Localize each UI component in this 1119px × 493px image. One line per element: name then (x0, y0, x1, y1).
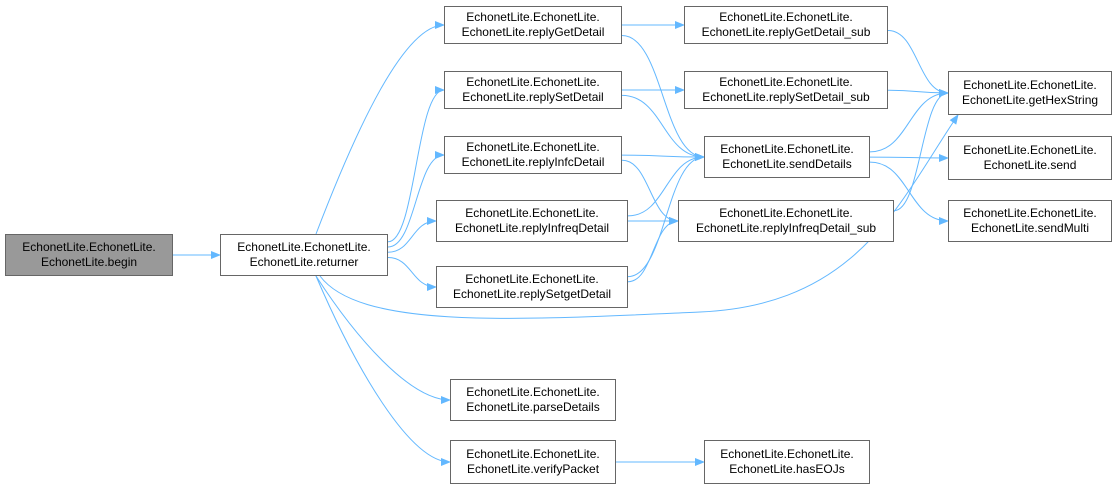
node-parse-details-line2: EchonetLite.parseDetails (466, 400, 600, 414)
node-reply-setget-detail-line1: EchonetLite.EchonetLite. (465, 272, 599, 286)
node-reply-get-detail-sub[interactable]: EchonetLite.EchonetLite. EchonetLite.rep… (684, 6, 888, 44)
edge-reply-infc-detail-to-send-details (621, 152, 705, 161)
edge-reply-infreq-detail-sub-to-get-hex-string (893, 89, 949, 212)
node-reply-setget-detail-line2: EchonetLite.replySetgetDetail (452, 287, 612, 301)
node-verify-packet[interactable]: EchonetLite.EchonetLite. EchonetLite.ver… (450, 440, 616, 484)
edge-send-details-to-send-multi (869, 161, 949, 225)
node-verify-packet-line2: EchonetLite.verifyPacket (466, 462, 600, 476)
node-reply-infreq-detail-sub-line1: EchonetLite.EchonetLite. (719, 206, 853, 220)
node-reply-infreq-detail-sub-line2: EchonetLite.replyInfreqDetail_sub (695, 221, 877, 235)
node-verify-packet-line1: EchonetLite.EchonetLite. (466, 447, 600, 461)
edge-returner-to-reply-get-detail (315, 21, 445, 235)
edge-returner-to-reply-infreq-detail (387, 217, 437, 253)
node-reply-get-detail-line1: EchonetLite.EchonetLite. (466, 10, 600, 24)
node-reply-get-detail-line2: EchonetLite.replyGetDetail (461, 25, 605, 39)
node-send-multi-line1: EchonetLite.EchonetLite. (963, 206, 1097, 220)
node-reply-get-detail-sub-line2: EchonetLite.replyGetDetail_sub (701, 25, 871, 39)
node-send-details-line1: EchonetLite.EchonetLite. (720, 142, 854, 156)
node-has-eojs[interactable]: EchonetLite.EchonetLite. EchonetLite.has… (704, 440, 870, 484)
node-has-eojs-line1: EchonetLite.EchonetLite. (720, 447, 854, 461)
node-reply-set-detail-line2: EchonetLite.replySetDetail (462, 90, 604, 104)
node-send-multi[interactable]: EchonetLite.EchonetLite. EchonetLite.sen… (948, 200, 1112, 242)
edge-send-details-to-get-hex-string (869, 89, 949, 153)
edge-reply-set-detail-to-send-details (621, 94, 705, 161)
node-reply-infreq-detail-line1: EchonetLite.EchonetLite. (465, 206, 599, 220)
node-has-eojs-line2: EchonetLite.hasEOJs (729, 462, 845, 476)
node-reply-get-detail-sub-line1: EchonetLite.EchonetLite. (719, 10, 853, 24)
node-reply-set-detail-sub-line1: EchonetLite.EchonetLite. (719, 75, 853, 89)
node-send[interactable]: EchonetLite.EchonetLite. EchonetLite.sen… (948, 136, 1112, 180)
node-reply-infc-detail-line2: EchonetLite.replyInfcDetail (461, 155, 605, 169)
node-returner-line2: EchonetLite.returner (249, 255, 359, 269)
edge-reply-infreq-detail-to-send-details (627, 153, 705, 217)
node-reply-set-detail-sub-line2: EchonetLite.replySetDetail_sub (702, 90, 870, 104)
edge-send-details-to-send (869, 153, 949, 162)
edge-returner-to-get-hex-string (319, 114, 959, 319)
edge-returner-to-reply-setget-detail (387, 257, 437, 291)
node-reply-infc-detail-line1: EchonetLite.EchonetLite. (466, 140, 600, 154)
node-reply-setget-detail[interactable]: EchonetLite.EchonetLite. EchonetLite.rep… (436, 266, 628, 308)
node-reply-infreq-detail-line2: EchonetLite.replyInfreqDetail (454, 221, 610, 235)
edge-returner-to-parse-details (315, 275, 451, 404)
node-get-hex-string-line2: EchonetLite.getHexString (961, 93, 1099, 107)
edge-reply-infc-detail-to-reply-infreq-detail-sub (621, 159, 679, 225)
node-reply-get-detail[interactable]: EchonetLite.EchonetLite. EchonetLite.rep… (444, 6, 622, 44)
edge-returner-to-verify-packet (315, 275, 451, 466)
node-returner-line1: EchonetLite.EchonetLite. (237, 240, 371, 254)
node-get-hex-string-line1: EchonetLite.EchonetLite. (963, 78, 1097, 92)
node-parse-details[interactable]: EchonetLite.EchonetLite. EchonetLite.par… (450, 379, 616, 421)
node-parse-details-line1: EchonetLite.EchonetLite. (466, 385, 600, 399)
edge-reply-setget-detail-to-reply-infreq-detail-sub (627, 217, 679, 283)
node-send-line2: EchonetLite.send (983, 158, 1077, 172)
edge-returner-to-reply-infc-detail (387, 151, 445, 248)
node-begin-line2: EchonetLite.begin (40, 255, 138, 269)
edge-reply-get-detail-to-send-details (621, 35, 705, 161)
node-get-hex-string[interactable]: EchonetLite.EchonetLite. EchonetLite.get… (948, 71, 1112, 115)
node-reply-set-detail[interactable]: EchonetLite.EchonetLite. EchonetLite.rep… (444, 71, 622, 109)
edge-returner-to-reply-set-detail (387, 86, 445, 243)
node-send-multi-line2: EchonetLite.sendMulti (970, 221, 1090, 235)
node-returner[interactable]: EchonetLite.EchonetLite. EchonetLite.ret… (220, 234, 388, 276)
node-reply-infc-detail[interactable]: EchonetLite.EchonetLite. EchonetLite.rep… (444, 136, 622, 174)
node-send-line1: EchonetLite.EchonetLite. (963, 143, 1097, 157)
node-reply-infreq-detail[interactable]: EchonetLite.EchonetLite. EchonetLite.rep… (436, 200, 628, 242)
edge-reply-get-detail-sub-to-get-hex-string (887, 29, 949, 97)
node-reply-infreq-detail-sub[interactable]: EchonetLite.EchonetLite. EchonetLite.rep… (678, 200, 894, 242)
edge-reply-setget-detail-to-send-details (627, 153, 705, 278)
node-reply-set-detail-line1: EchonetLite.EchonetLite. (466, 75, 600, 89)
node-begin: EchonetLite.EchonetLite. EchonetLite.beg… (5, 234, 173, 276)
node-begin-line1: EchonetLite.EchonetLite. (22, 240, 156, 254)
node-send-details-line2: EchonetLite.sendDetails (722, 157, 852, 171)
node-send-details[interactable]: EchonetLite.EchonetLite. EchonetLite.sen… (704, 136, 870, 178)
node-reply-set-detail-sub[interactable]: EchonetLite.EchonetLite. EchonetLite.rep… (684, 71, 888, 109)
